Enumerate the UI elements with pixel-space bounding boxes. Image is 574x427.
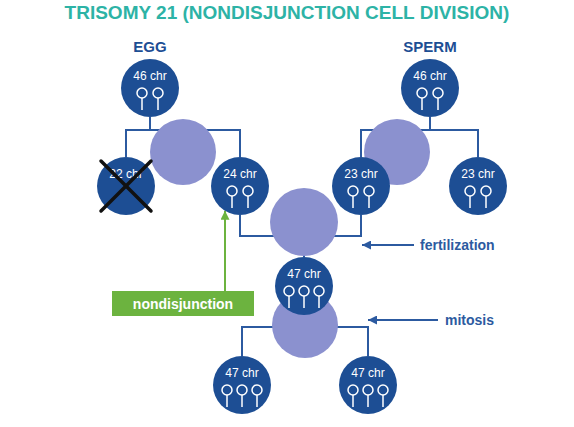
chromosome-pair bbox=[417, 88, 443, 110]
node-text: nondisjunction bbox=[133, 296, 233, 312]
fertilization-circle bbox=[270, 188, 338, 256]
node-text: 46 chr bbox=[401, 59, 459, 83]
cell-circle: 46 chr bbox=[401, 59, 459, 117]
node-text: 23 chr bbox=[449, 157, 507, 181]
chromosome-triple bbox=[284, 286, 324, 308]
node-text: 22 chr bbox=[97, 157, 155, 181]
chromosome-pair bbox=[348, 186, 374, 208]
step-label: fertilization bbox=[420, 237, 495, 253]
division-line bbox=[430, 117, 478, 157]
pointer-arrow bbox=[224, 211, 226, 291]
node-text: 24 chr bbox=[211, 157, 269, 181]
chromosome-pair bbox=[137, 88, 163, 110]
node-text: 23 chr bbox=[332, 157, 390, 181]
node-text: 46 chr bbox=[121, 59, 179, 83]
cell-circle: 47 chr bbox=[339, 356, 397, 414]
cell-circle: 47 chr bbox=[275, 257, 333, 315]
chromosome-triple bbox=[222, 385, 262, 407]
division-line bbox=[126, 117, 150, 157]
pointer-arrow bbox=[362, 244, 414, 246]
chromosome-pair bbox=[465, 186, 491, 208]
chromosome-triple bbox=[348, 385, 388, 407]
cell-circle: 24 chr bbox=[211, 157, 269, 215]
division-circle bbox=[150, 119, 216, 185]
column-heading: EGG bbox=[133, 38, 166, 55]
node-text: 47 chr bbox=[213, 356, 271, 380]
cell-circle: 23 chr bbox=[332, 157, 390, 215]
node-text: 47 chr bbox=[339, 356, 397, 380]
cell-circle: 47 chr bbox=[213, 356, 271, 414]
cross-mark bbox=[101, 161, 151, 211]
label-box: nondisjunction bbox=[112, 291, 254, 316]
chromosome-pair bbox=[227, 186, 253, 208]
diagram-title: TRISOMY 21 (NONDISJUNCTION CELL DIVISION… bbox=[0, 2, 574, 24]
node-text: 47 chr bbox=[275, 257, 333, 281]
cell-circle: 22 chr bbox=[97, 157, 155, 215]
junction-circles bbox=[150, 119, 430, 358]
cell-circle: 23 chr bbox=[449, 157, 507, 215]
pointer-arrow bbox=[368, 319, 438, 321]
step-label: mitosis bbox=[445, 312, 494, 328]
cell-circle: 46 chr bbox=[121, 59, 179, 117]
column-heading: SPERM bbox=[403, 38, 456, 55]
